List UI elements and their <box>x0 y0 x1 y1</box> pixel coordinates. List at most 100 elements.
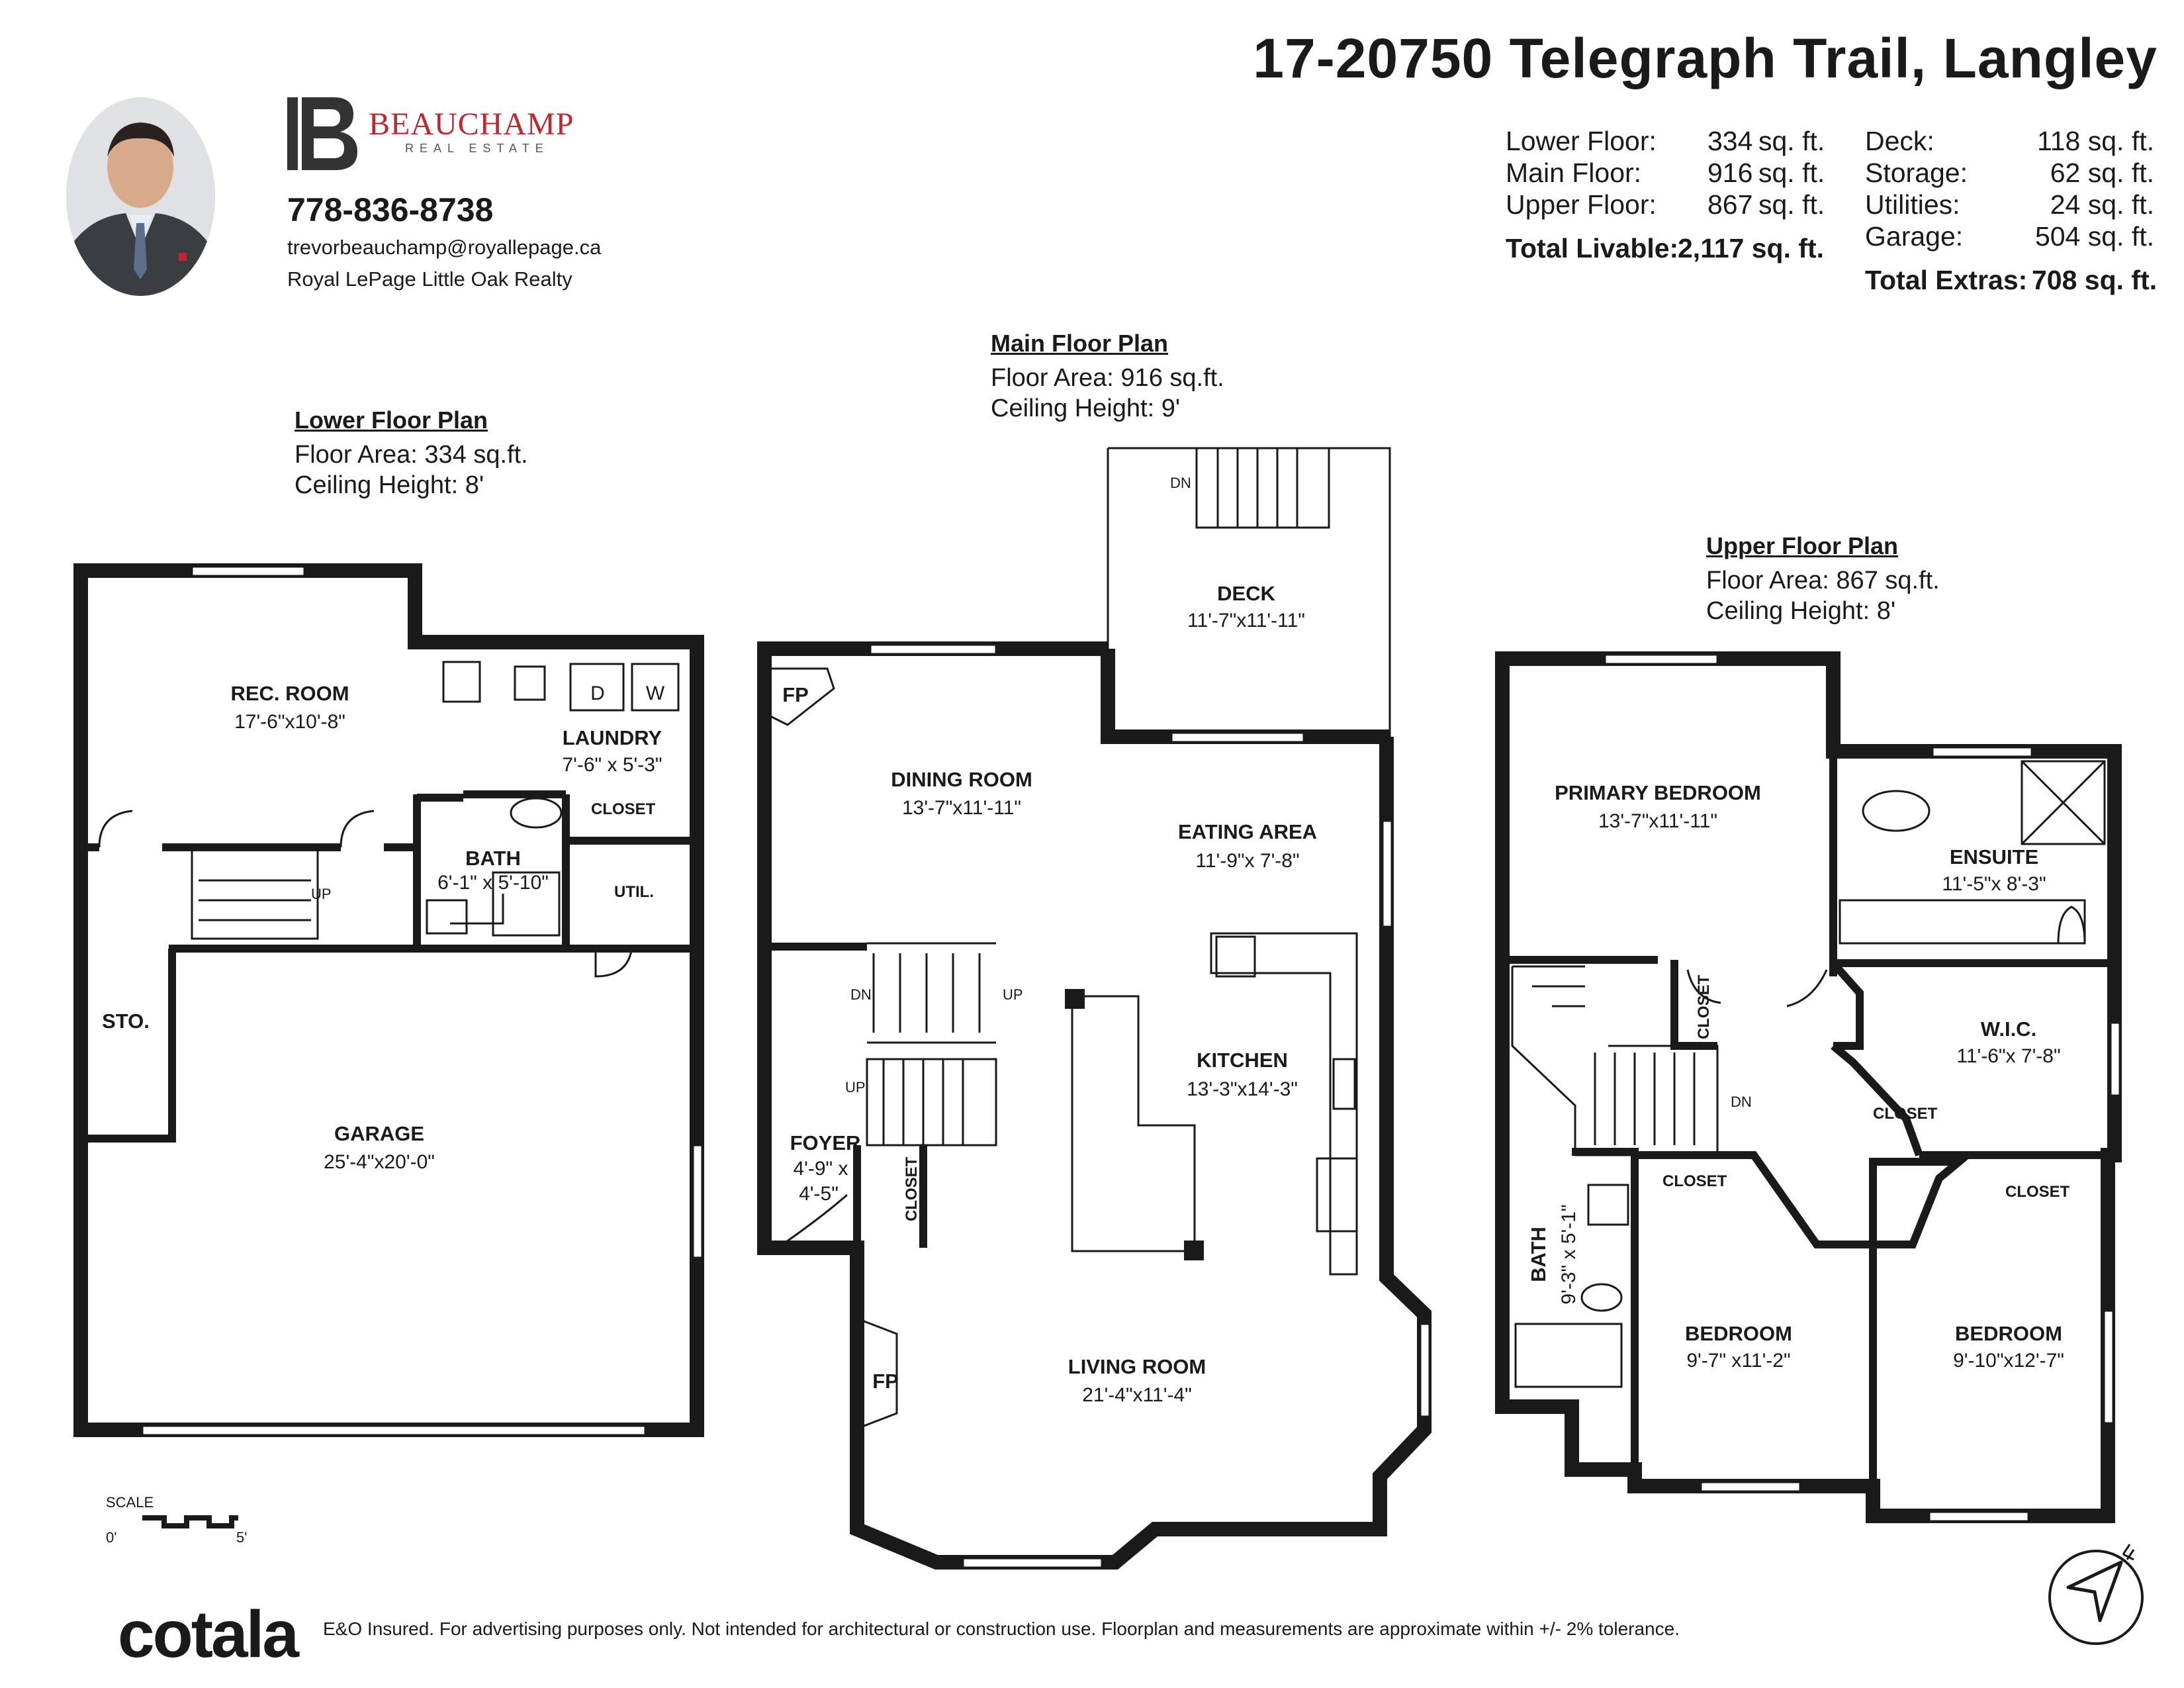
upper-closet-c-name: CLOSET <box>1662 1172 1727 1190</box>
lower-bath-name: BATH <box>465 847 521 870</box>
upper-closet-b-name: CLOSET <box>1873 1105 1938 1123</box>
main-floor: DN UP UP DN FP FP DECK 11'-7"x11'-11" DI… <box>757 447 1432 1570</box>
upper-plan-area: Floor Area: 867 sq.ft. <box>1706 567 1940 594</box>
wic-dims: 11'-6"x 7'-8" <box>1956 1045 2060 1067</box>
scale-label: SCALE <box>106 1494 154 1511</box>
brand-name: BEAUCHAMP <box>369 107 574 142</box>
kitchen-name: KITCHEN <box>1197 1049 1288 1072</box>
livable-label-lower: Lower Floor: <box>1506 126 1657 156</box>
rec-room-dims: 17'-6"x10'-8" <box>234 711 345 733</box>
rec-room-name: REC. ROOM <box>230 682 349 705</box>
garage-name: GARAGE <box>334 1122 424 1145</box>
main-stairs-up-label-2: UP <box>845 1079 866 1096</box>
wic-name: W.I.C. <box>1981 1017 2036 1041</box>
lower-bath-dims: 6'-1" x 5'-10" <box>437 872 549 894</box>
livable-value-upper: 867 <box>1707 189 1753 220</box>
extra-label-garage: Garage: <box>1865 221 1964 252</box>
foyer-name: FOYER <box>790 1131 861 1154</box>
lower-plan-area: Floor Area: 334 sq.ft. <box>295 441 528 469</box>
laundry-dims: 7'-6" x 5'-3" <box>562 754 662 776</box>
livable-value-lower: 334 <box>1707 126 1753 156</box>
extra-value-garage: 504 sq. ft. <box>2034 221 2154 252</box>
extra-value-utilities: 24 sq. ft. <box>2050 189 2154 220</box>
foyer-dims-line2: 4'-5" <box>799 1183 839 1205</box>
living-room-name: LIVING ROOM <box>1068 1355 1206 1378</box>
extra-label-utilities: Utilities: <box>1865 189 1960 220</box>
upper-closet-d-name: CLOSET <box>2005 1183 2070 1201</box>
upper-floor: DN PRIMARY BEDROOM 13'-7"x11'-11" ENSUIT… <box>1495 651 2122 1523</box>
extra-label-deck: Deck: <box>1865 126 1934 156</box>
cotala-logo: cotala <box>118 1597 299 1671</box>
lower-closet-name: CLOSET <box>591 800 656 818</box>
lower-plan-ceiling: Ceiling Height: 8' <box>295 471 484 499</box>
dining-room-dims: 13'-7"x11'-11" <box>902 797 1021 819</box>
livable-value-main: 916 <box>1707 158 1753 188</box>
total-livable-label: Total Livable: <box>1506 233 1679 263</box>
bedroom-2-name: BEDROOM <box>1955 1322 2062 1345</box>
laundry-name: LAUNDRY <box>563 726 662 749</box>
scale-max: 5' <box>236 1529 247 1546</box>
main-plan-title: Main Floor Plan <box>991 330 1169 357</box>
livable-unit-main: sq. ft. <box>1758 158 1825 188</box>
sto-name: STO. <box>102 1009 150 1033</box>
garage-dims: 25'-4"x20'-0" <box>324 1151 435 1173</box>
agent-phone: 778-836-8738 <box>287 191 494 228</box>
livable-label-main: Main Floor: <box>1506 158 1642 188</box>
bedroom-2-dims: 9'-10"x12'-7" <box>1953 1350 2064 1372</box>
agent-email: trevorbeauchamp@royallepage.ca <box>287 236 602 259</box>
agent-brokerage: Royal LePage Little Oak Realty <box>287 267 572 291</box>
bedroom-1-dims: 9'-7" x11'-2" <box>1686 1350 1790 1372</box>
eating-area-name: EATING AREA <box>1178 820 1317 843</box>
deck-dims: 11'-7"x11'-11" <box>1187 610 1305 632</box>
total-extras-label: Total Extras: <box>1865 265 2028 295</box>
upper-stairs-dn-label: DN <box>1731 1094 1752 1110</box>
main-stairs-up-label: UP <box>1003 986 1023 1003</box>
upper-plan-ceiling: Ceiling Height: 8' <box>1706 597 1896 625</box>
dining-room-name: DINING ROOM <box>891 768 1032 791</box>
lower-plan-title: Lower Floor Plan <box>295 406 488 434</box>
property-address: 17-20750 Telegraph Trail, Langley <box>1253 27 2158 89</box>
deck-stairs-dn-label: DN <box>1170 475 1191 491</box>
scale-min: 0' <box>106 1529 116 1546</box>
main-stairs-dn-label: DN <box>850 986 872 1003</box>
upper-bath-name: BATH <box>1527 1227 1550 1282</box>
extra-value-deck: 118 sq. ft. <box>2036 126 2154 156</box>
util-name: UTIL. <box>614 883 654 901</box>
lower-floor: UP D W REC. ROOM 17'-6"x10'-8" LAUNDRY 7… <box>73 563 704 1437</box>
disclaimer: E&O Insured. For advertising purposes on… <box>323 1618 1680 1639</box>
kitchen-dims: 13'-3"x14'-3" <box>1187 1078 1298 1100</box>
dryer-label: D <box>590 682 605 704</box>
upper-plan-title: Upper Floor Plan <box>1706 532 1899 559</box>
living-room-dims: 21'-4"x11'-4" <box>1082 1384 1192 1406</box>
primary-bedroom-name: PRIMARY BEDROOM <box>1555 781 1761 804</box>
extra-value-storage: 62 sq. ft. <box>2050 158 2154 188</box>
brand-subtitle: REAL ESTATE <box>405 142 549 155</box>
compass-icon <box>2048 1544 2144 1645</box>
total-livable-value: 2,117 sq. ft. <box>1678 233 1825 263</box>
scale-bar: SCALE 0' 5' <box>106 1494 247 1546</box>
upper-closet-a-name: CLOSET <box>1695 974 1713 1039</box>
eating-area-dims: 11'-9"x 7'-8" <box>1195 850 1299 872</box>
extra-label-storage: Storage: <box>1865 158 1968 188</box>
lower-stairs-up-label: UP <box>311 886 332 902</box>
agent-photo <box>66 97 215 296</box>
main-plan-ceiling: Ceiling Height: 9' <box>991 395 1181 422</box>
washer-label: W <box>646 682 665 704</box>
livable-unit-upper: sq. ft. <box>1758 189 1825 220</box>
bedroom-1-name: BEDROOM <box>1685 1322 1792 1345</box>
livable-label-upper: Upper Floor: <box>1506 189 1657 220</box>
primary-bedroom-dims: 13'-7"x11'-11" <box>1598 810 1717 832</box>
deck-name: DECK <box>1217 582 1275 605</box>
foyer-dims-line1: 4'-9" x <box>793 1158 848 1180</box>
main-plan-area: Floor Area: 916 sq.ft. <box>991 364 1224 392</box>
foyer-closet-name: CLOSET <box>903 1156 921 1221</box>
ensuite-dims: 11'-5"x 8'-3" <box>1942 873 2046 895</box>
total-extras-value: 708 sq. ft. <box>2032 265 2158 295</box>
dining-fp-label: FP <box>782 683 809 706</box>
upper-bath-dims: 9'-3" x 5'-1" <box>1558 1204 1580 1304</box>
living-fp-label: FP <box>872 1370 899 1393</box>
ensuite-name: ENSUITE <box>1950 845 2038 868</box>
brand-logo <box>287 97 360 173</box>
livable-unit-lower: sq. ft. <box>1758 126 1825 156</box>
